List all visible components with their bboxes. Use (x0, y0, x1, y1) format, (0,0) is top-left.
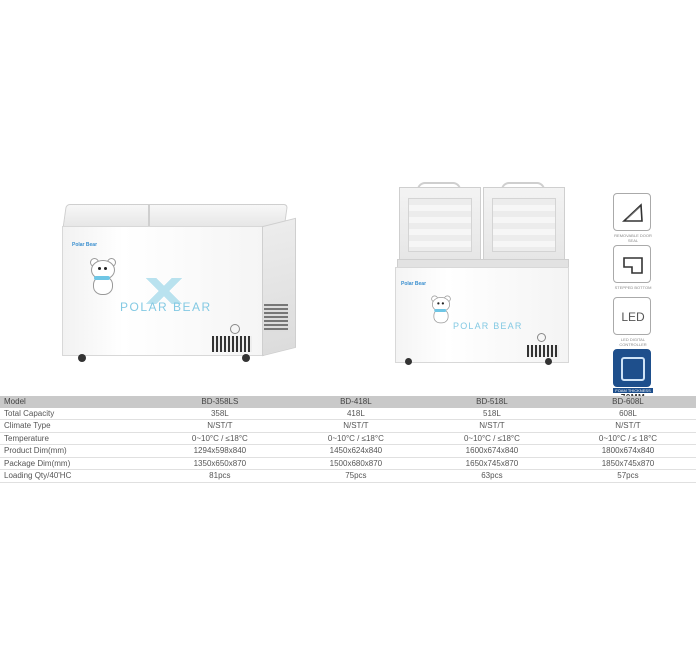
caster-wheel (545, 358, 552, 365)
header-cell: BD-518L (423, 396, 560, 408)
table-cell: 0~10°C / ≤18°C (151, 432, 288, 445)
row-label: Temperature (0, 432, 152, 445)
insulation-icon (621, 357, 645, 381)
spec-table: Model BD-358LS BD-418L BD-518L BD-608L T… (0, 396, 696, 483)
table-cell: 608L (559, 407, 696, 420)
polar-bear-logo-text: POLAR BEAR (453, 321, 523, 331)
table-row: Climate Type N/ST/T N/ST/T N/ST/T N/ST/T (0, 419, 696, 433)
polar-bear-mascot-icon (429, 295, 452, 324)
table-cell: 75pcs (287, 469, 424, 483)
brand-label: Polar Bear (72, 242, 98, 248)
table-cell: 1450x624x840 (287, 444, 424, 458)
front-vent-grille (527, 345, 559, 357)
row-label: Package Dim(mm) (0, 457, 152, 470)
table-cell: N/ST/T (287, 419, 424, 433)
side-vent-grille (264, 304, 288, 332)
row-label: Total Capacity (0, 407, 152, 420)
polar-bear-mascot-icon (87, 258, 117, 295)
table-row: Loading Qty/40'HC 81pcs 75pcs 63pcs 57pc… (0, 469, 696, 483)
table-cell: 1850x745x870 (559, 457, 696, 470)
table-cell: 358L (151, 407, 288, 420)
mountain-decal (124, 278, 204, 304)
freezer-image-open: Polar Bear POLAR BEAR (385, 182, 580, 367)
header-cell: BD-358LS (151, 396, 288, 408)
front-vent-grille (212, 336, 252, 352)
thermostat-dial-icon (537, 333, 546, 342)
brand-label: Polar Bear (401, 281, 427, 287)
table-cell: 0~10°C / ≤ 18°C (559, 432, 696, 445)
table-row: Total Capacity 358L 418L 518L 608L (0, 407, 696, 420)
led-controller-badge: LED (613, 297, 651, 335)
table-cell: 1600x674x840 (423, 444, 560, 458)
table-cell: 1350x650x870 (151, 457, 288, 470)
insulation-caption: FOAM THICKNESS (613, 388, 653, 393)
stepped-bottom-badge (613, 245, 651, 283)
table-row: Product Dim(mm) 1294x598x840 1450x624x84… (0, 444, 696, 458)
row-label: Climate Type (0, 419, 152, 433)
led-icon: LED (621, 310, 645, 324)
door-seal-caption: REMOVABLE DOOR SEAL (614, 233, 652, 243)
stepped-bottom-caption: STEPPED BOTTOM (614, 285, 652, 290)
row-label: Loading Qty/40'HC (0, 469, 152, 483)
open-lid-left (399, 187, 481, 261)
polar-bear-logo-text: POLAR BEAR (120, 300, 212, 314)
thermostat-dial-icon (230, 324, 240, 334)
table-cell: 63pcs (423, 469, 560, 483)
caster-wheel (242, 354, 250, 362)
freezer-image-closed: Polar Bear POLAR BEAR (52, 198, 296, 368)
table-cell: 1294x598x840 (151, 444, 288, 458)
table-cell: N/ST/T (151, 419, 288, 433)
door-seal-icon (621, 203, 643, 222)
table-row: Package Dim(mm) 1350x650x870 1500x680x87… (0, 457, 696, 470)
header-cell: Model (0, 396, 152, 408)
freezer-side-panel (262, 217, 296, 357)
caster-wheel (78, 354, 86, 362)
table-header-row: Model BD-358LS BD-418L BD-518L BD-608L (0, 396, 696, 408)
table-cell: 1650x745x870 (423, 457, 560, 470)
open-lid-right (483, 187, 565, 261)
lid-divider (148, 204, 150, 230)
table-cell: 1500x680x870 (287, 457, 424, 470)
feature-badges: REMOVABLE DOOR SEAL STEPPED BOTTOM LED L… (613, 193, 653, 402)
table-row: Temperature 0~10°C / ≤18°C 0~10°C / ≤18°… (0, 432, 696, 445)
caster-wheel (405, 358, 412, 365)
row-label: Product Dim(mm) (0, 444, 152, 458)
table-cell: 57pcs (559, 469, 696, 483)
table-cell: 0~10°C / ≤18°C (287, 432, 424, 445)
stepped-bottom-icon (623, 257, 643, 274)
insulation-badge (613, 349, 651, 387)
header-cell: BD-418L (287, 396, 424, 408)
table-cell: 0~10°C / ≤18°C (423, 432, 560, 445)
table-cell: N/ST/T (559, 419, 696, 433)
table-cell: 518L (423, 407, 560, 420)
door-seal-badge (613, 193, 651, 231)
table-cell: 1800x674x840 (559, 444, 696, 458)
table-cell: 81pcs (151, 469, 288, 483)
header-cell: BD-608L (559, 396, 696, 408)
led-controller-caption: LED DIGITAL CONTROLLER (619, 337, 647, 347)
table-cell: N/ST/T (423, 419, 560, 433)
table-cell: 418L (287, 407, 424, 420)
